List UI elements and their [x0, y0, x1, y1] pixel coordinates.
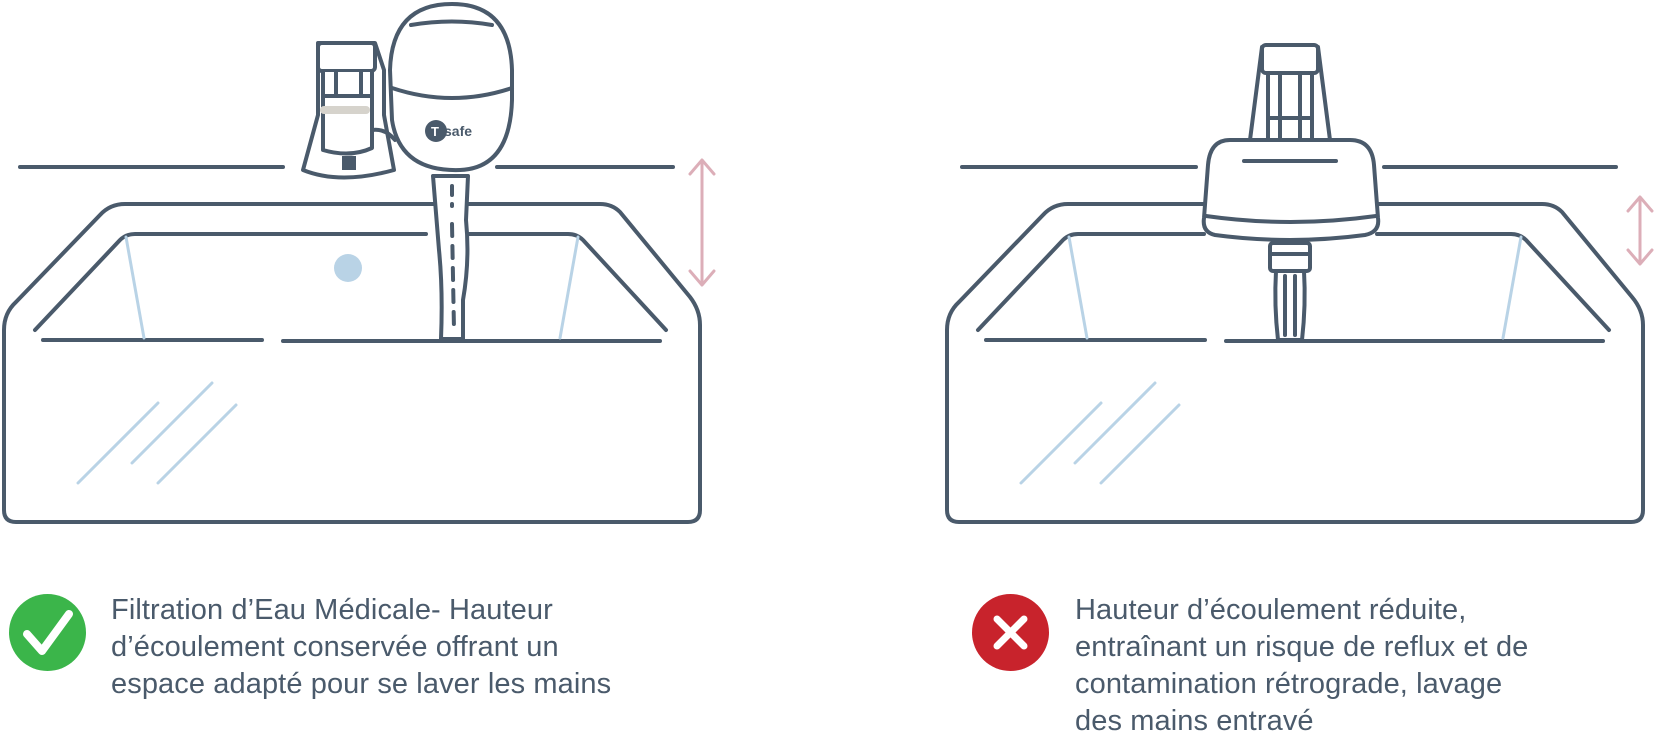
left-basin-rim	[33, 232, 668, 332]
check-badge	[9, 594, 86, 671]
right-basin	[945, 202, 1645, 524]
left-basin	[2, 202, 702, 524]
left-caption: Filtration d’Eau Médicale- Hauteur d’éco…	[111, 592, 611, 703]
left-height-arrow	[688, 158, 716, 287]
cross-badge	[972, 594, 1049, 671]
left-water-stream	[431, 174, 470, 341]
right-reflection	[1019, 235, 1523, 485]
right-water-stream	[1273, 269, 1307, 342]
right-sink-illustration	[945, 43, 1645, 524]
left-caption-line: espace adapté pour se laver les mains	[111, 668, 612, 700]
left-caption-line: d’écoulement conservée offrant un	[111, 631, 559, 663]
right-basin-rim	[976, 232, 1611, 332]
right-caption: Hauteur d’écoulement réduite, entraînant…	[1075, 592, 1528, 740]
left-filter-body	[388, 2, 514, 173]
check-icon	[23, 610, 73, 655]
right-outlet	[1268, 241, 1312, 273]
right-caption-line: Hauteur d’écoulement réduite,	[1075, 594, 1467, 626]
right-caption-line: des mains entravé	[1075, 705, 1314, 737]
right-filter-body	[1201, 138, 1381, 242]
right-caption-line: contamination rétrograde, lavage	[1075, 668, 1503, 700]
right-height-arrow	[1626, 195, 1654, 266]
left-reflection	[76, 235, 580, 485]
svg-text:T: T	[431, 124, 439, 139]
left-caption-line: Filtration d’Eau Médicale- Hauteur	[111, 594, 553, 626]
tsafe-logo-mark	[425, 120, 447, 142]
right-caption-line: entraînant un risque de reflux et de	[1075, 631, 1529, 663]
tsafe-logo-text: safe	[444, 123, 472, 139]
cross-icon	[993, 615, 1028, 650]
left-drain	[334, 254, 362, 282]
left-sink-illustration: safe T	[2, 2, 702, 524]
